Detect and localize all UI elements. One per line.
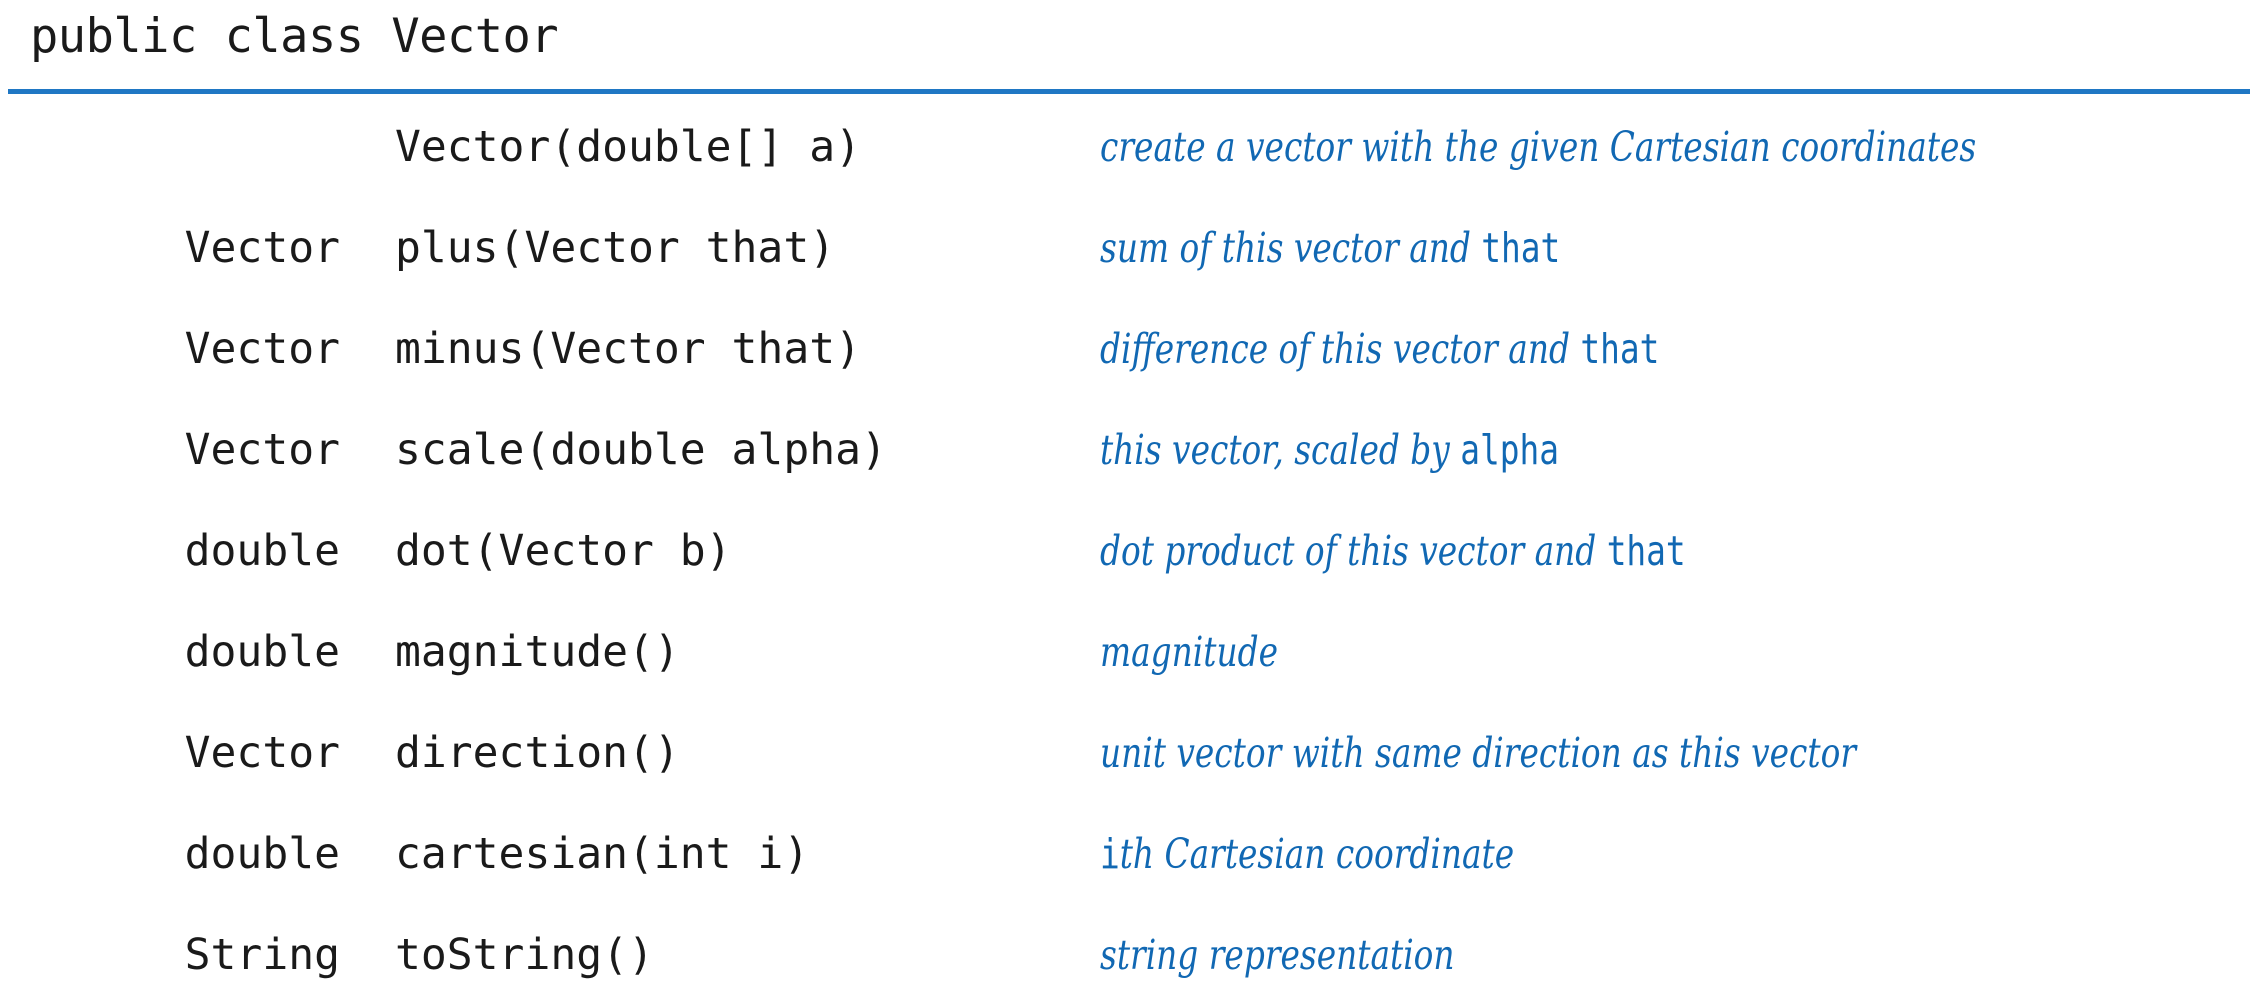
method-return-type: Vector <box>184 222 340 273</box>
api-method-row: Vector direction() unit vector with same d… <box>0 702 2250 803</box>
method-description-cell: magnitude <box>1100 601 2012 702</box>
api-method-row: String toString() string representation <box>0 904 2250 1005</box>
method-description-text: dot product of this vector and that <box>1100 527 1686 575</box>
inline-code-term: alpha <box>1460 425 1559 474</box>
method-return-type: Vector <box>184 727 340 778</box>
method-name-and-params: direction() <box>395 727 680 778</box>
method-signature-cell: Vector(double[] a) <box>0 96 980 197</box>
description-fragment: dot product of this vector and <box>1100 526 1607 575</box>
api-method-row: Vector minus(Vector that) difference of th… <box>0 298 2250 399</box>
method-signature-cell: double cartesian(int i) <box>0 803 980 904</box>
method-return-type: double <box>184 828 340 879</box>
api-class-header: public class Vector <box>0 0 2250 96</box>
inline-code-term: that <box>1481 223 1561 272</box>
description-fragment: unit vector with same direction as this … <box>1100 728 1857 777</box>
method-signature-cell: Vector plus(Vector that) <box>0 197 980 298</box>
description-fragment: difference of this vector and <box>1100 324 1581 373</box>
method-signature-cell: Vector scale(double alpha) <box>0 399 980 500</box>
method-description-cell: dot product of this vector and that <box>1100 500 2012 601</box>
method-description-text: create a vector with the given Cartesian… <box>1100 123 1976 171</box>
method-signature-cell: String toString() <box>0 904 980 1005</box>
method-description-text: this vector, scaled by alpha <box>1100 426 1559 474</box>
api-method-row: Vector(double[] a) create a vector with t… <box>0 96 2250 197</box>
method-name-and-params: Vector(double[] a) <box>395 121 861 172</box>
method-return-type: double <box>184 626 340 677</box>
method-return-type: Vector <box>184 424 340 475</box>
api-method-row: Vector plus(Vector that) sum of this vecto… <box>0 197 2250 298</box>
method-description-text: unit vector with same direction as this … <box>1100 729 1856 777</box>
inline-code-term: that <box>1606 526 1686 575</box>
api-method-row: double cartesian(int i) ith Cartesian coor… <box>0 803 2250 904</box>
method-signature-cell: double magnitude() <box>0 601 980 702</box>
description-fragment: string representation <box>1100 930 1455 979</box>
description-fragment: magnitude <box>1100 627 1278 676</box>
method-description-cell: ith Cartesian coordinate <box>1100 803 2012 904</box>
method-description-text: magnitude <box>1100 628 1278 676</box>
method-description-cell: difference of this vector and that <box>1100 298 2012 399</box>
method-return-type: double <box>184 525 340 576</box>
inline-code-term: i <box>1100 829 1120 878</box>
description-fragment: th Cartesian coordinate <box>1119 829 1515 878</box>
method-description-text: string representation <box>1100 931 1455 979</box>
method-description-text: ith Cartesian coordinate <box>1100 830 1514 878</box>
method-name-and-params: toString() <box>395 929 654 980</box>
method-description-cell: unit vector with same direction as this … <box>1100 702 2012 803</box>
api-method-table: Vector(double[] a) create a vector with t… <box>0 96 2250 1005</box>
method-return-type: Vector <box>184 323 340 374</box>
inline-code-term: that <box>1580 324 1660 373</box>
page-title: public class Vector <box>30 9 559 64</box>
api-method-row: double magnitude() magnitude <box>0 601 2250 702</box>
header-divider <box>8 89 2250 94</box>
method-name-and-params: dot(Vector b) <box>395 525 732 576</box>
description-fragment: sum of this vector and <box>1100 223 1482 272</box>
method-description-text: difference of this vector and that <box>1100 325 1659 373</box>
method-signature-cell: Vector direction() <box>0 702 980 803</box>
method-name-and-params: cartesian(int i) <box>395 828 810 879</box>
method-signature-cell: Vector minus(Vector that) <box>0 298 980 399</box>
method-description-cell: string representation <box>1100 904 2012 1005</box>
api-method-row: double dot(Vector b) dot product of this v… <box>0 500 2250 601</box>
method-description-cell: create a vector with the given Cartesian… <box>1100 96 2012 197</box>
method-return-type: String <box>184 929 340 980</box>
description-fragment: create a vector with the given Cartesian… <box>1100 122 1977 171</box>
method-name-and-params: scale(double alpha) <box>395 424 887 475</box>
method-description-text: sum of this vector and that <box>1100 224 1560 272</box>
method-name-and-params: plus(Vector that) <box>395 222 836 273</box>
method-name-and-params: minus(Vector that) <box>395 323 861 374</box>
method-signature-cell: double dot(Vector b) <box>0 500 980 601</box>
method-description-cell: this vector, scaled by alpha <box>1100 399 2012 500</box>
api-method-row: Vector scale(double alpha) this vector, sc… <box>0 399 2250 500</box>
description-fragment: this vector, scaled by <box>1100 425 1461 474</box>
method-description-cell: sum of this vector and that <box>1100 197 2012 298</box>
method-name-and-params: magnitude() <box>395 626 680 677</box>
